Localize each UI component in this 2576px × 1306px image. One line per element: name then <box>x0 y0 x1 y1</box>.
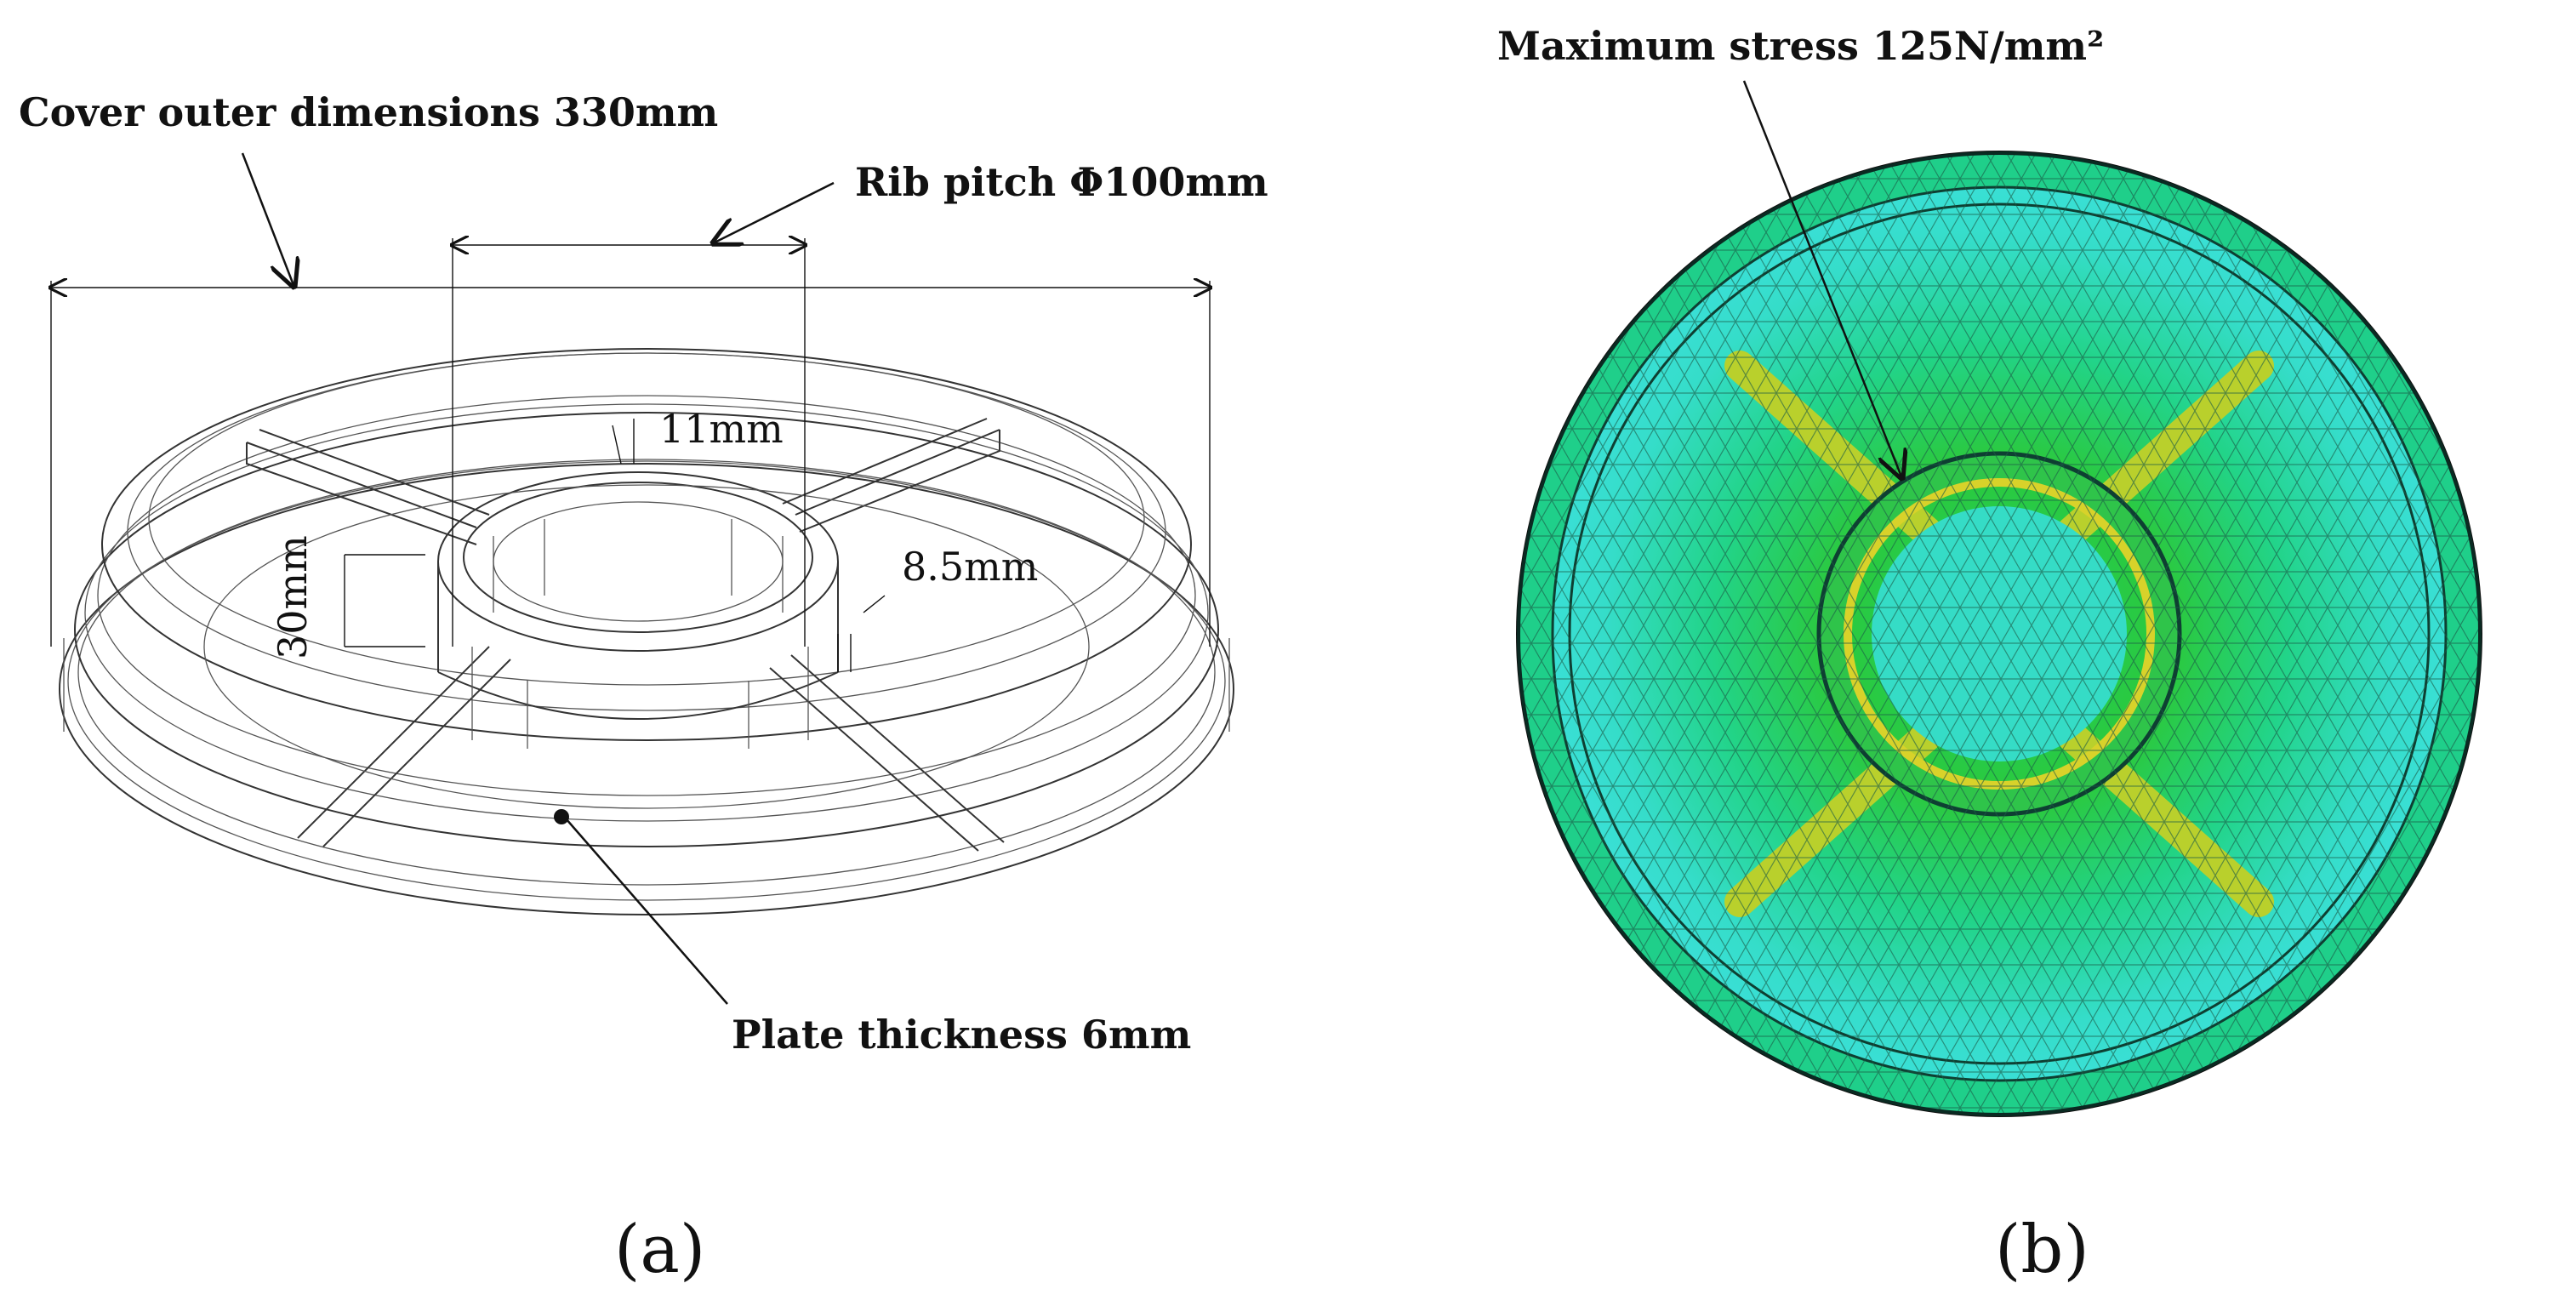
label-rib-pitch: Rib pitch Φ100mm <box>855 159 1268 205</box>
label-outer-dimensions: Cover outer dimensions 330mm <box>19 89 718 135</box>
plate-thickness-leader <box>565 818 728 1005</box>
cover-plate-floor <box>203 484 1090 809</box>
panel-b-fea-plot <box>1516 151 2482 1117</box>
panel-a-drawing <box>51 152 1234 1005</box>
caption-b: (b) <box>1995 1212 2089 1288</box>
caption-a: (a) <box>614 1212 705 1288</box>
label-dim-11mm: 11mm <box>659 406 784 452</box>
cover-outer-rim <box>59 348 1234 915</box>
outer-dimension-leader <box>241 152 294 285</box>
plate-thickness-point <box>554 809 569 824</box>
cover-ribs <box>246 418 1005 852</box>
label-max-stress: Maximum stress 125N/mm² <box>1497 23 2104 69</box>
rib-pitch-leader <box>715 181 835 242</box>
dimension-lines <box>51 238 1210 672</box>
fea-mesh <box>1519 153 2480 1115</box>
cover-central-hub <box>437 471 839 749</box>
label-dim-8-5mm: 8.5mm <box>902 544 1038 590</box>
max-stress-leader <box>1742 80 1901 476</box>
label-dim-30mm: 30mm <box>270 535 316 659</box>
label-plate-thickness: Plate thickness 6mm <box>732 1012 1191 1058</box>
